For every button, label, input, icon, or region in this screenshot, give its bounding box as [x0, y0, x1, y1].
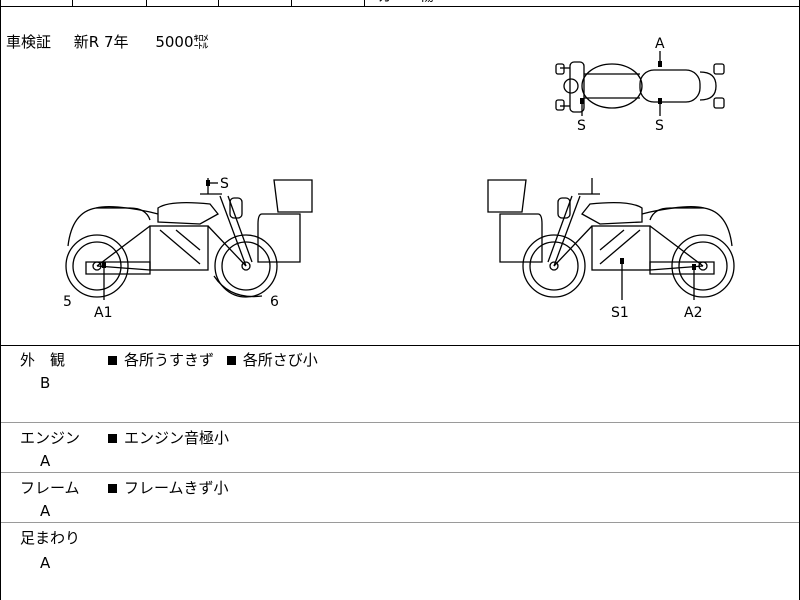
bullet-icon: [108, 483, 117, 493]
section-items-frame: フレームきず小: [108, 479, 237, 497]
top-cell-divider: [364, 0, 365, 6]
section-grade-frame: A: [40, 502, 51, 520]
left-side-motorcycle: [65, 178, 313, 298]
label-top-a: A: [655, 36, 665, 52]
label-right-s1: S1: [611, 305, 629, 321]
bullet-icon: [108, 433, 117, 443]
section-divider: [0, 522, 800, 523]
left-border: [0, 0, 1, 600]
section-title-exterior: 外 観: [20, 351, 66, 369]
label-left-a1: A1: [94, 305, 112, 321]
top-cell-divider: [72, 0, 73, 6]
right-side-motorcycle: [487, 178, 735, 298]
section-divider: [0, 422, 800, 423]
exterior-item: 各所うすきず: [124, 351, 215, 369]
top-cell-divider: [291, 0, 292, 6]
section-divider: [0, 472, 800, 473]
section-title-frame: フレーム: [20, 479, 80, 497]
section-grade-exterior: B: [40, 374, 51, 392]
label-top-s-left: S: [577, 118, 586, 134]
bullet-icon: [108, 355, 117, 365]
frame-item: フレームきず小: [124, 479, 229, 497]
engine-item: エンジン音極小: [124, 429, 230, 447]
label-left-6: 6: [270, 294, 279, 310]
section-items-engine: エンジン音極小: [108, 429, 237, 447]
motorcycle-diagram: A S S S 5 A1 6 S1 A2: [63, 36, 735, 321]
label-left-5: 5: [63, 294, 72, 310]
section-items-exterior: 各所うすきず 各所さび小: [108, 351, 326, 369]
top-strip-text: ガ 傷: [378, 0, 434, 6]
label-left-s: S: [220, 176, 229, 192]
top-border: [0, 6, 800, 7]
registration-label: 車検証: [6, 33, 52, 51]
section-title-suspension: 足まわり: [20, 529, 81, 547]
diagram-bottom-border: [0, 345, 800, 346]
section-grade-suspension: A: [40, 554, 51, 572]
top-view-motorcycle: [555, 61, 725, 113]
section-grade-engine: A: [40, 452, 51, 470]
exterior-item: 各所さび小: [242, 351, 318, 369]
section-title-engine: エンジン: [20, 429, 81, 447]
registration-value: 新R 7年: [73, 33, 129, 51]
mileage-value: 5000㌖: [155, 33, 209, 51]
label-right-a2: A2: [684, 305, 702, 321]
registration-note: 車検証 新R 7年 5000㌖: [6, 33, 209, 51]
bullet-icon: [226, 355, 236, 365]
label-top-s-right: S: [655, 118, 664, 134]
top-cell-divider: [218, 0, 219, 6]
top-cell-divider: [146, 0, 147, 6]
